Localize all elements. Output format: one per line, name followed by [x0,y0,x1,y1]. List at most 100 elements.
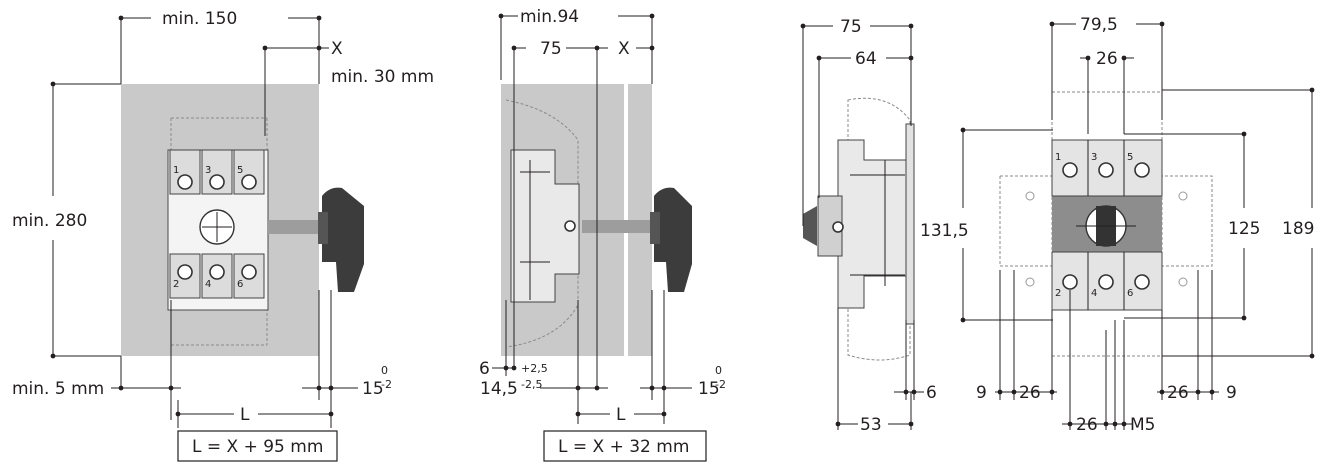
dim-line-depth [802,25,912,226]
dim-dot [118,385,124,391]
dim-tolerance-lower: -2 [715,378,726,391]
view-front-installed: 1 3 5 2 4 6 min. 150 X min. 30 mm min. 2… [12,9,434,462]
terminal-screw [1098,274,1114,290]
dim-depth-label: 75 [840,17,862,37]
terminal-screw [1062,162,1078,178]
dim-line-inner [818,57,911,198]
dim-tolerance-upper: 0 [381,364,388,377]
dim-inner-label: 64 [855,49,877,69]
mount-plate-outline [999,175,1213,267]
terminal-label-1: 1 [1055,152,1061,163]
dim-dot [575,385,581,391]
dim-dot [1067,421,1073,427]
dim-dot [1159,21,1165,27]
dim-dot [1159,389,1165,395]
terminal-screw [1134,274,1150,290]
terminal-label-6: 6 [1127,288,1133,299]
shaft-pin [832,221,844,233]
terminal-screw [177,174,193,190]
dim-dot [594,45,600,51]
view-side-installed: min.94 75 X 6 14,5 +2,5 -2,5 15 0 -2 L L… [479,7,726,462]
dim-dot [1241,131,1247,137]
dim-dot [649,385,655,391]
dim-top-label: 26 [1096,49,1118,69]
dim-dot [661,411,667,417]
dim-x-label: X [618,39,630,59]
dim-dot [1241,315,1247,321]
dim-right-label: 6 [926,383,937,403]
dim-dot [511,365,517,371]
dim-dot [175,411,181,417]
dim-dot [1049,389,1055,395]
dim-dot [118,15,124,21]
view-side-profile: 75 64 6 53 [800,17,937,435]
dim-dot [1121,421,1127,427]
terminal-screw [177,264,193,280]
dim-dot [908,23,914,29]
din-rail [905,123,915,325]
dim-l-label: L [240,405,250,425]
terminal-screw [1134,162,1150,178]
dim-dot [997,389,1003,395]
shaft-end [803,206,817,246]
dim-dot [649,13,655,19]
dim-dot [1103,421,1109,427]
dim-dot [1112,421,1118,427]
formula-label: L = X + 32 mm [558,437,689,457]
dim-bottom-label-2: 26 [1019,383,1041,403]
dim-dot [498,13,504,19]
terminal-block [233,253,265,299]
dim-dot [50,353,56,359]
mount-hole [1178,277,1188,287]
dim-x-min-label: min. 30 mm [331,67,434,87]
dim-dot [903,389,909,395]
dim-dot [1011,389,1017,395]
shaft-crosshair [202,212,232,242]
dim-line-left [492,300,512,376]
rail-outline [170,117,268,346]
mount-hole [1025,277,1035,287]
dim-tolerance-label: 15 [362,379,384,399]
terminal-label-5: 5 [1127,152,1133,163]
dim-line-top [1080,57,1134,134]
view-front-dims: 1 3 5 2 4 6 79,5 26 131,5 125 189 9 [920,15,1314,435]
handle-collar [318,212,328,244]
dim-left-label: 6 [479,359,490,379]
dim-line-inner [513,47,652,388]
dim-line-width [1051,23,1163,120]
dim-dot [50,81,56,87]
dim-dot [262,45,268,51]
dim-tolerance-label: 15 [698,379,720,399]
dim-width-label: min. 150 [162,9,237,29]
dim-extension-lines [999,270,1213,400]
terminal-screw [241,174,257,190]
dim-line-bottom [837,308,912,430]
dim-dot [1085,55,1091,61]
dim-width-label: min.94 [520,7,579,27]
dim-dot [908,421,914,427]
dim-dot [316,385,322,391]
terminal-label-3: 3 [1091,152,1097,163]
dim-dot [328,411,334,417]
dim-offset-upper: +2,5 [521,362,548,375]
dim-dot [835,421,841,427]
shaft [582,220,650,233]
terminal-label-4: 4 [205,279,211,290]
dim-dot [168,385,174,391]
terminal-dividers [1087,140,1125,310]
dim-dot [911,389,917,395]
dim-line-l [177,400,332,428]
handle-collar [650,212,660,244]
switch-body-side [837,139,913,309]
terminal-label-2: 2 [1055,288,1061,299]
terminal-screw [209,174,225,190]
formula-label: L = X + 95 mm [192,437,323,457]
dim-dot [1121,55,1127,61]
dim-inner-label: 75 [540,39,562,59]
dim-dot [1209,389,1215,395]
rotary-handle [322,187,364,292]
dim-line-right-height [1124,133,1245,319]
mount-hole [1025,191,1035,201]
dim-dot [816,55,822,61]
